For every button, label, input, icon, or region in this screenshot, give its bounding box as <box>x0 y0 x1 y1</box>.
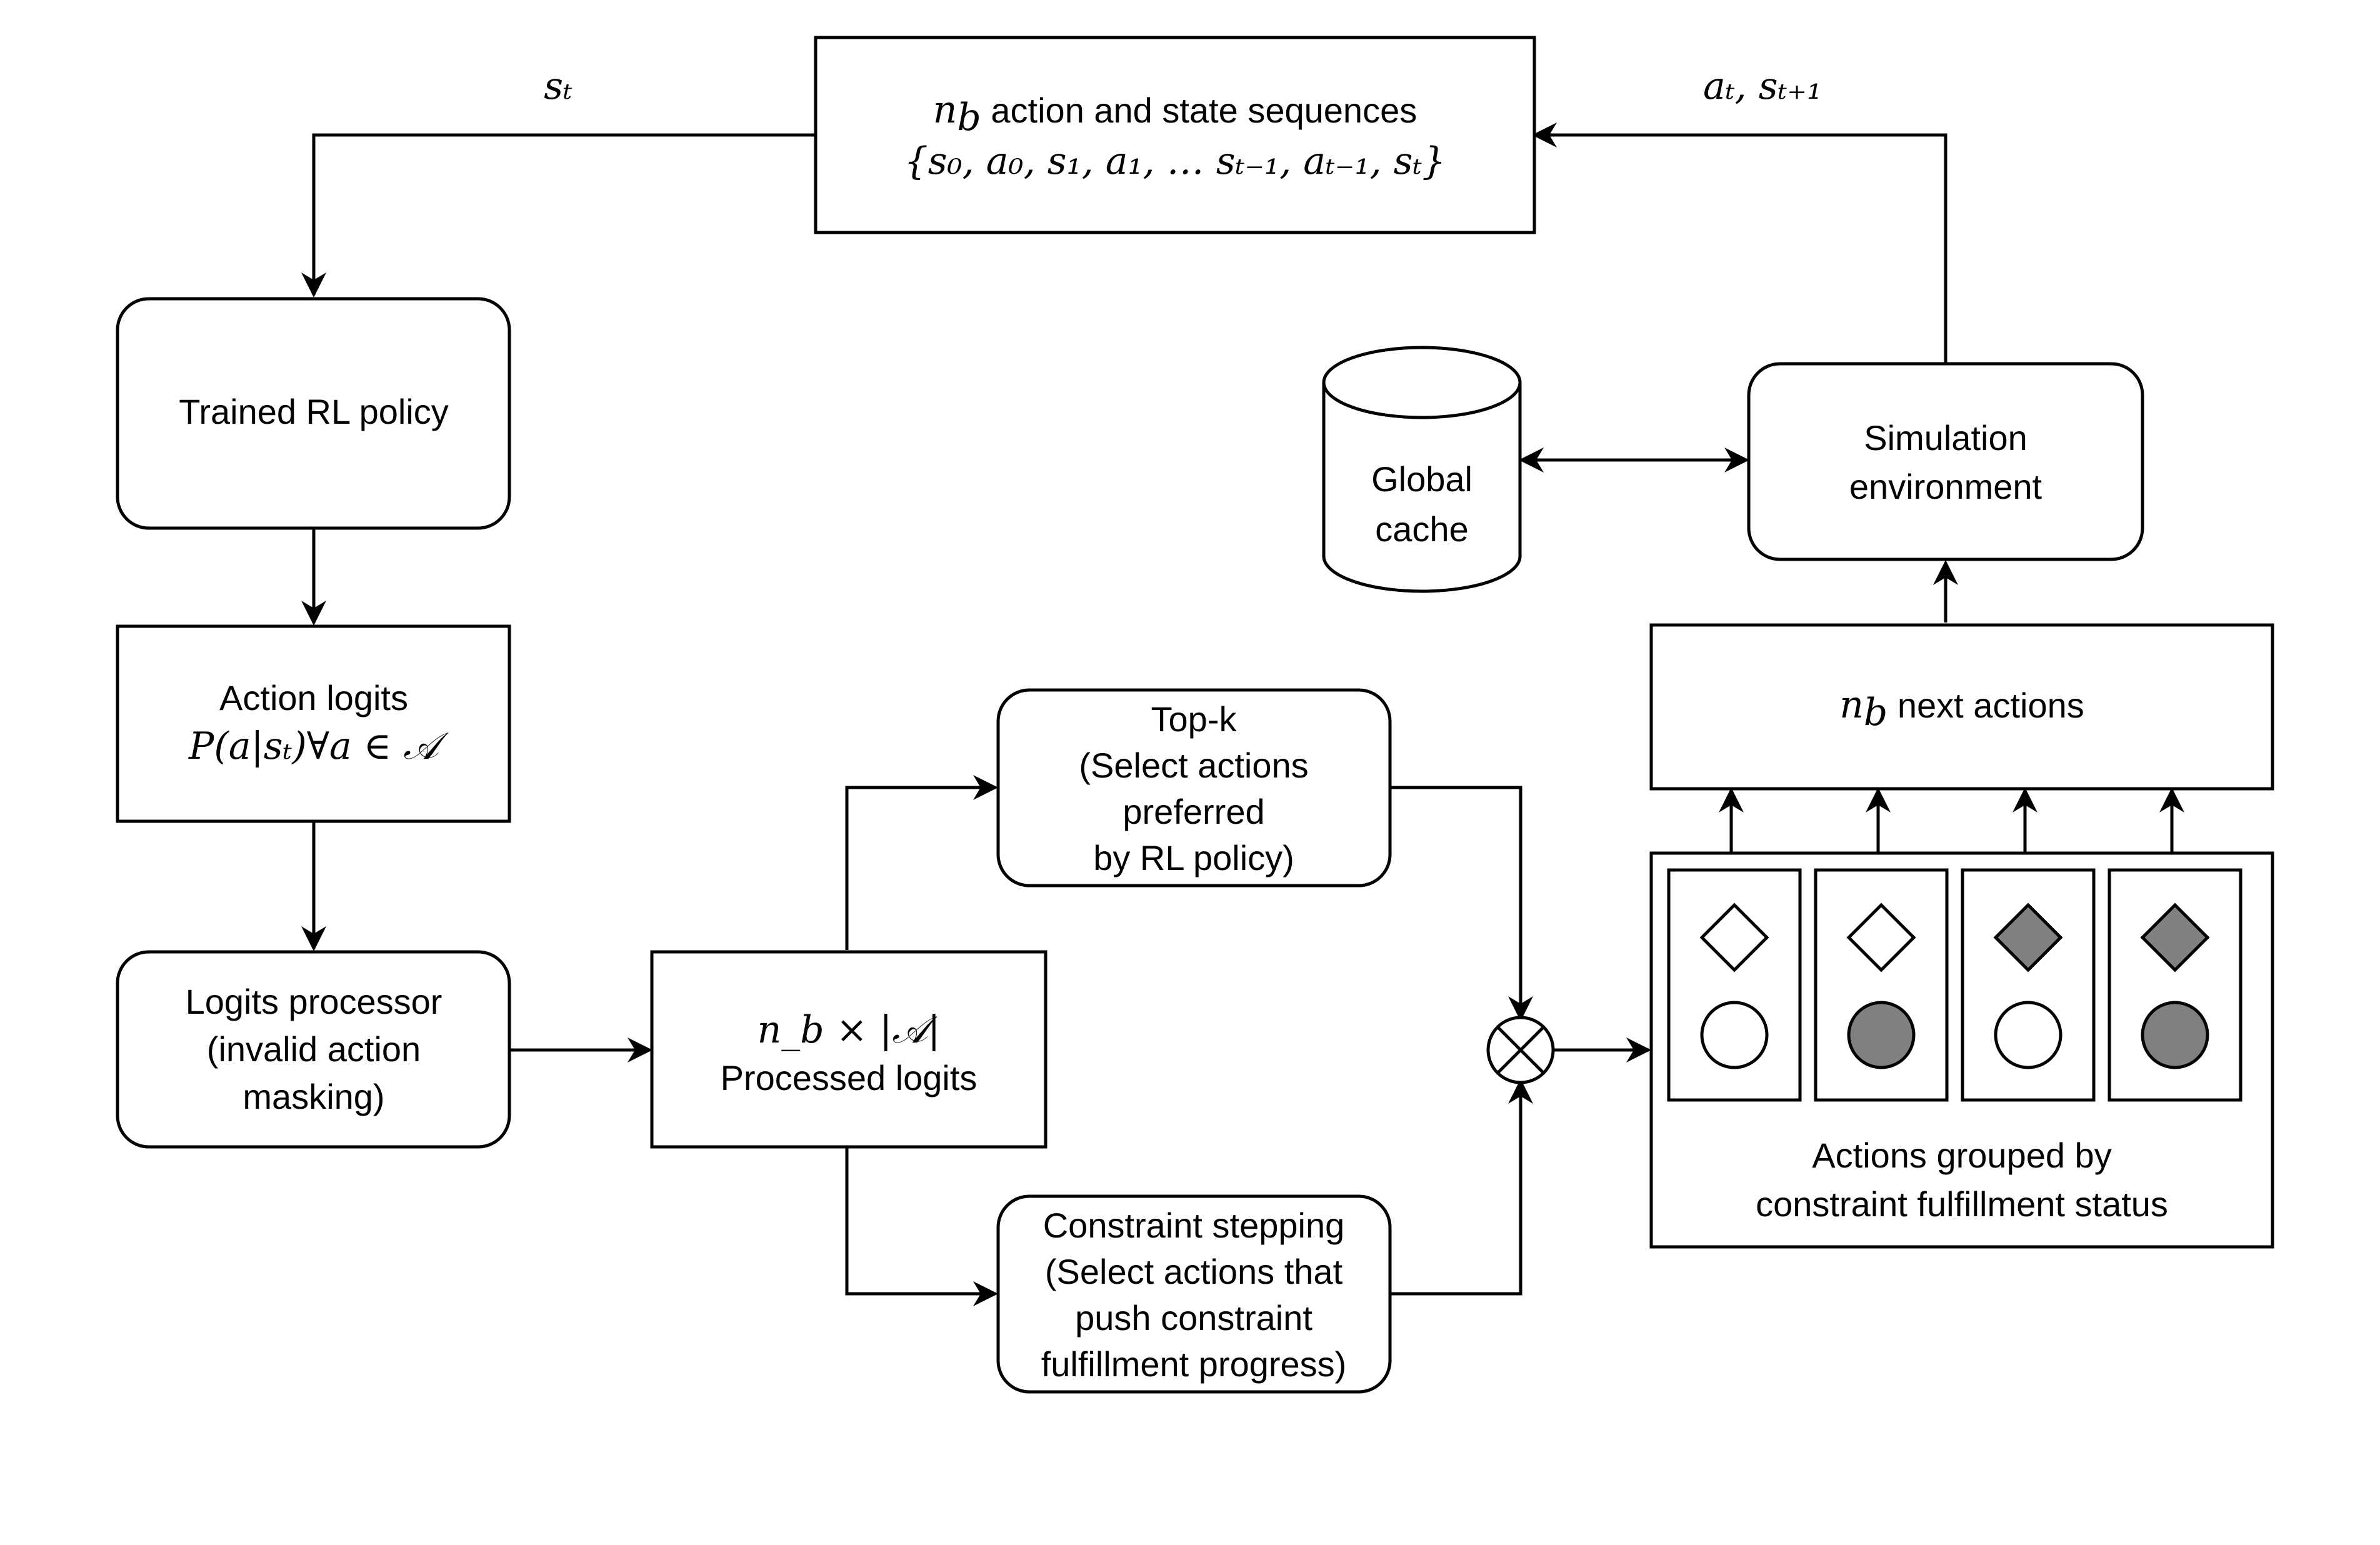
policy-label: Trained RL policy <box>179 392 449 431</box>
simulation-line1: Simulation <box>1864 418 2027 458</box>
edge-label-st: sₜ <box>544 64 572 108</box>
group-1-diamond-icon <box>1699 902 1769 972</box>
next-actions-nb: n <box>1839 683 1864 727</box>
sequences-nb: n <box>933 88 958 132</box>
grouped-line1: Actions grouped by <box>1812 1136 2111 1175</box>
sequences-nb-sub: b <box>957 96 981 139</box>
node-actions-grouped: Actions grouped by constraint fulfillmen… <box>1649 851 2274 1249</box>
group-3-diamond-icon <box>1993 902 2063 972</box>
edge-sequences-to-policy <box>301 133 816 298</box>
node-action-logits: Action logits P(a|sₜ)∀a ∈ 𝒜 <box>116 624 511 823</box>
group-2-diamond-icon <box>1846 902 1916 972</box>
constraint-line3: push constraint <box>1075 1298 1312 1338</box>
cache-line2: cache <box>1375 509 1468 549</box>
edge-simulation-to-sequences <box>1532 122 1948 364</box>
group-3-circle-icon <box>1994 1001 2062 1069</box>
next-actions-nb-sub: b <box>1864 691 1888 734</box>
group-1-circle-icon <box>1700 1001 1769 1069</box>
sequences-line1-text: action and state sequences <box>981 91 1417 130</box>
group-4-circle-icon <box>2141 1001 2209 1069</box>
action-logits-line2: P(a|sₜ)∀a ∈ 𝒜 <box>188 724 449 768</box>
cache-line1: Global <box>1371 459 1472 499</box>
node-processed-logits: n_b × |𝒜| Processed logits <box>650 950 1048 1149</box>
node-top-k: Top-k (Select actions preferred by RL po… <box>996 688 1392 888</box>
svg-text:nb action and state sequences: nb action and state sequences <box>933 88 1417 139</box>
node-sequences: nb action and state sequences {s₀, a₀, s… <box>814 36 1536 234</box>
processor-line1: Logits processor <box>186 982 442 1021</box>
node-trained-rl-policy: Trained RL policy <box>116 297 511 530</box>
groups-layer <box>1667 868 2242 1102</box>
topk-line2: (Select actions <box>1079 746 1308 785</box>
action-logits-line1: Action logits <box>219 678 408 718</box>
constraint-line4: fulfillment progress) <box>1041 1344 1347 1384</box>
group-4-diamond-icon <box>2140 902 2210 972</box>
svg-text:nb next actions: nb next actions <box>1839 683 2084 734</box>
grouped-line2: constraint fulfillment status <box>1756 1184 2168 1224</box>
simulation-line2: environment <box>1849 467 2042 506</box>
edge-processed-to-constraint <box>845 1146 998 1306</box>
topk-line3: preferred <box>1122 792 1264 831</box>
constraint-line2: (Select actions that <box>1045 1252 1343 1291</box>
node-next-actions: nb next actions <box>1649 623 2274 791</box>
edge-constraint-to-combiner <box>1390 1079 1533 1296</box>
processed-line1: n_b × |𝒜| <box>758 1008 941 1052</box>
node-constraint-stepping: Constraint stepping (Select actions that… <box>996 1194 1392 1394</box>
constraint-line1: Constraint stepping <box>1043 1206 1345 1245</box>
node-global-cache: Global cache <box>1322 346 1522 593</box>
topk-line1: Top-k <box>1151 699 1238 739</box>
processed-line2: Processed logits <box>721 1058 978 1098</box>
processor-line2: (invalid action <box>207 1029 421 1069</box>
node-simulation-environment: Simulation environment <box>1747 362 2144 561</box>
edge-processed-to-topk <box>845 775 998 950</box>
edge-topk-to-combiner <box>1390 786 1533 1021</box>
topk-line4: by RL policy) <box>1093 838 1294 878</box>
node-combiner <box>1486 1016 1555 1084</box>
node-logits-processor: Logits processor (invalid action masking… <box>116 950 511 1149</box>
next-actions-text: next actions <box>1888 686 2084 725</box>
group-2-circle-icon <box>1847 1001 1916 1069</box>
processor-line3: masking) <box>242 1077 384 1116</box>
edge-label-at-st1: aₜ, sₜ₊₁ <box>1703 64 1822 108</box>
sequences-line2: {s₀, a₀, s₁, a₁, … sₜ₋₁, aₜ₋₁, sₜ} <box>904 139 1446 183</box>
